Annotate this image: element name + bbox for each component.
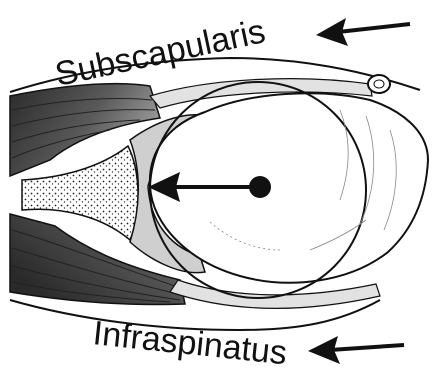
capsule-inner-band-lower	[170, 280, 380, 308]
infraspinatus-arrow	[308, 336, 404, 364]
subscapularis-arrow	[316, 18, 410, 46]
tuberosity-knob	[368, 75, 390, 93]
infraspinatus-label: Infraspinatus	[91, 314, 289, 372]
humeral-head-center-dot	[249, 176, 271, 198]
